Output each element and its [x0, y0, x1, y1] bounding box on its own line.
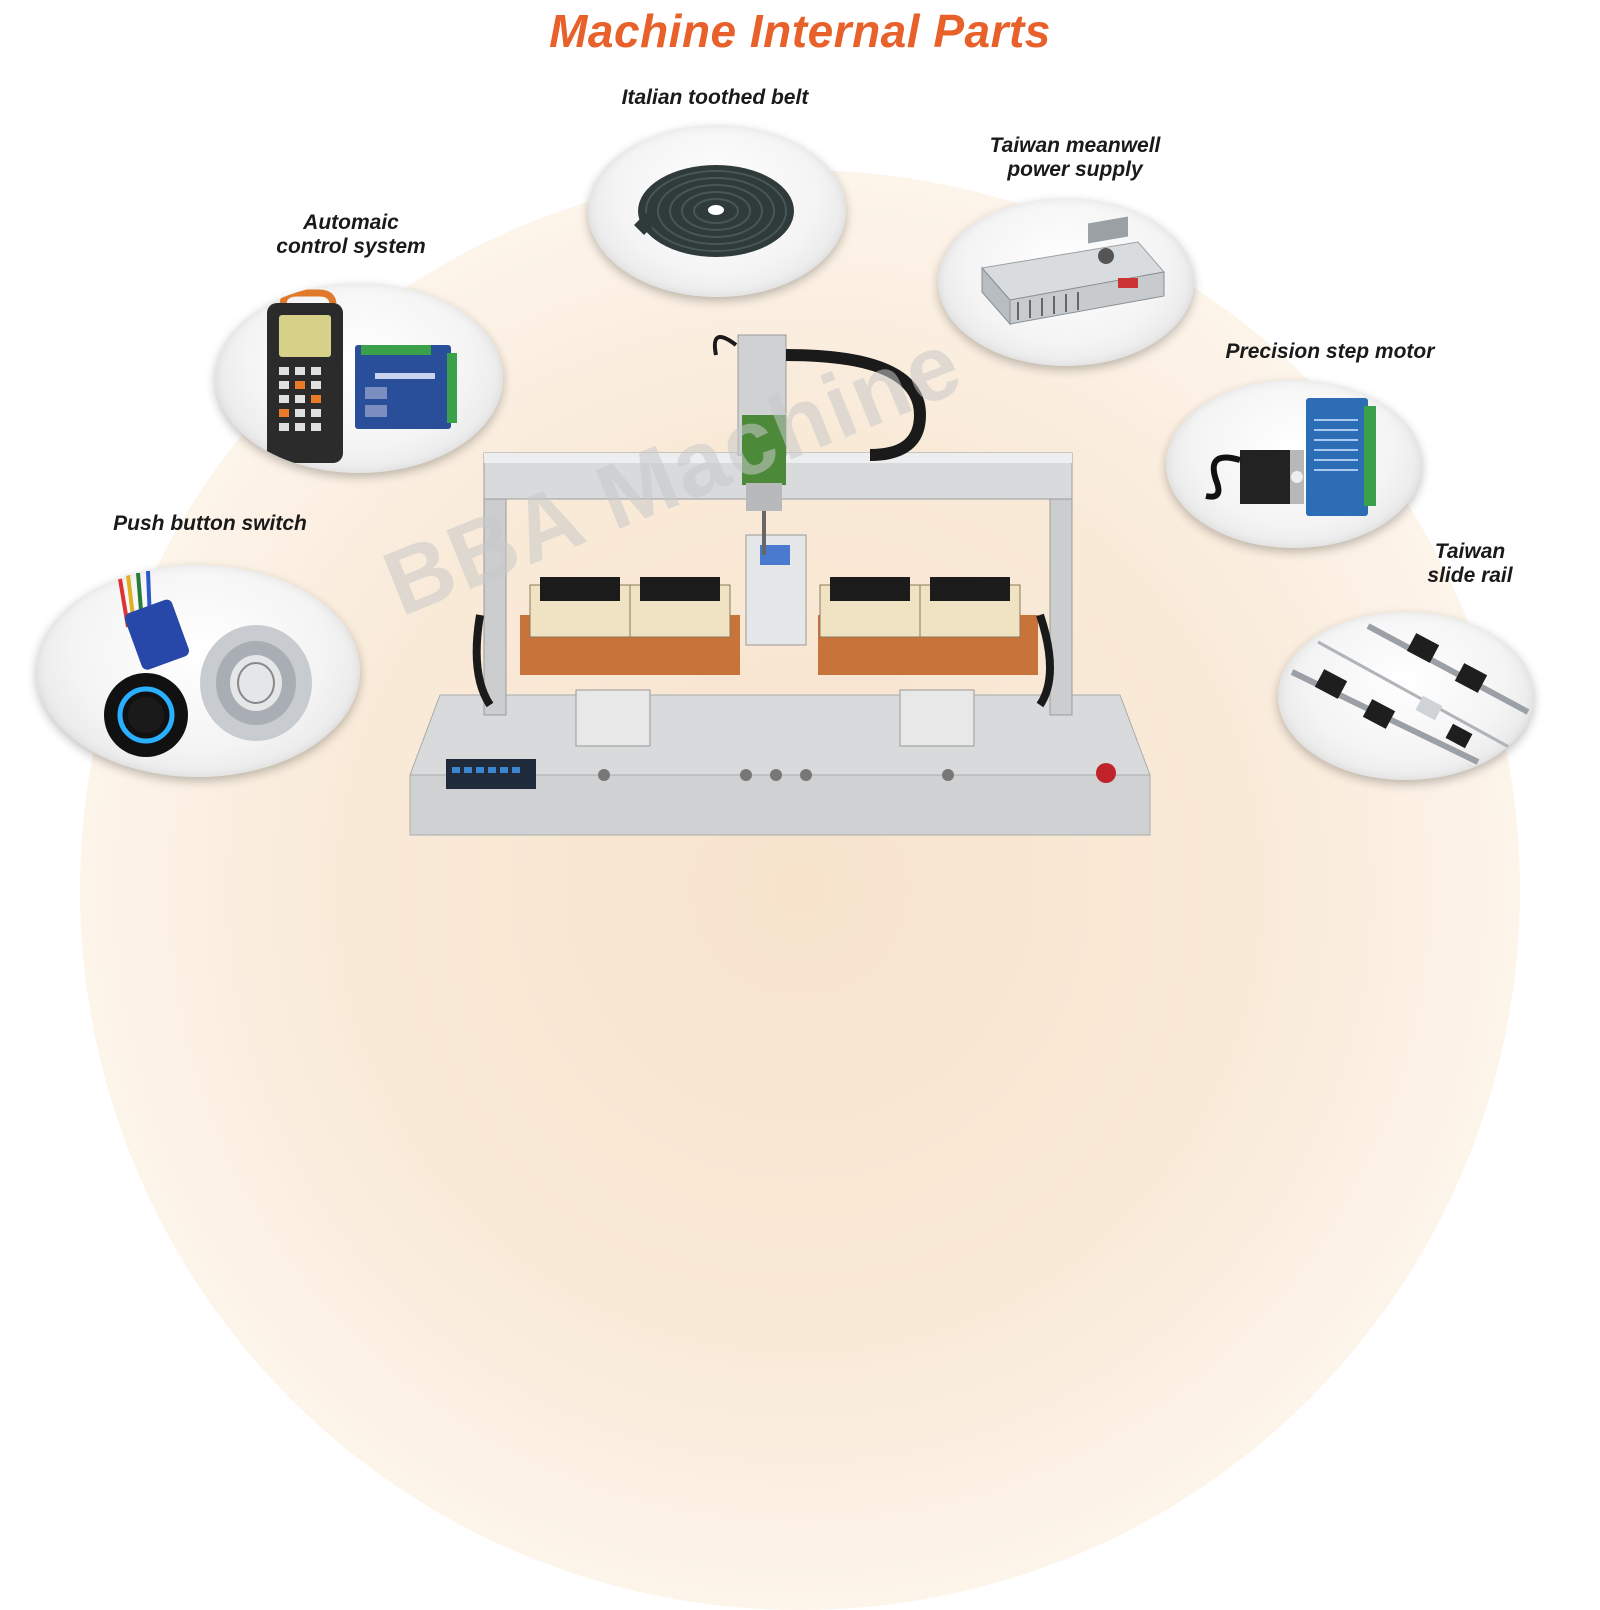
label-power-line2: power supply: [1007, 158, 1143, 181]
label-button-text: Push button switch: [113, 512, 307, 535]
label-power-line1: Taiwan meanwell: [989, 134, 1161, 157]
button-bubble: [36, 565, 360, 777]
label-control: Automaic control system: [240, 211, 462, 259]
label-control-line2: control system: [276, 235, 426, 258]
power-bubble: [938, 198, 1194, 366]
label-belt: Italian toothed belt: [590, 86, 840, 110]
label-motor-text: Precision step motor: [1225, 340, 1435, 363]
toothed-belt-icon: [634, 165, 794, 257]
page-title: Machine Internal Parts: [549, 5, 1051, 57]
motor-bubble: [1166, 380, 1422, 548]
label-button: Push button switch: [98, 512, 322, 536]
label-rail: Taiwan slide rail: [1395, 540, 1545, 588]
belt-bubble: [588, 125, 846, 297]
control-bubble: [215, 283, 503, 473]
slide-rail-icon: [1290, 623, 1530, 765]
label-control-line1: Automaic: [303, 211, 399, 234]
push-button-icon: [104, 570, 312, 757]
label-rail-line1: Taiwan: [1434, 540, 1506, 563]
control-system-icon: [267, 289, 457, 463]
label-belt-text: Italian toothed belt: [621, 86, 809, 109]
rail-bubble: [1278, 612, 1534, 780]
power-supply-icon: [981, 216, 1165, 326]
label-motor: Precision step motor: [1190, 340, 1470, 364]
label-rail-line2: slide rail: [1427, 564, 1513, 587]
label-power: Taiwan meanwell power supply: [955, 134, 1195, 182]
step-motor-icon: [1205, 398, 1376, 516]
machine-image: [400, 315, 1160, 840]
